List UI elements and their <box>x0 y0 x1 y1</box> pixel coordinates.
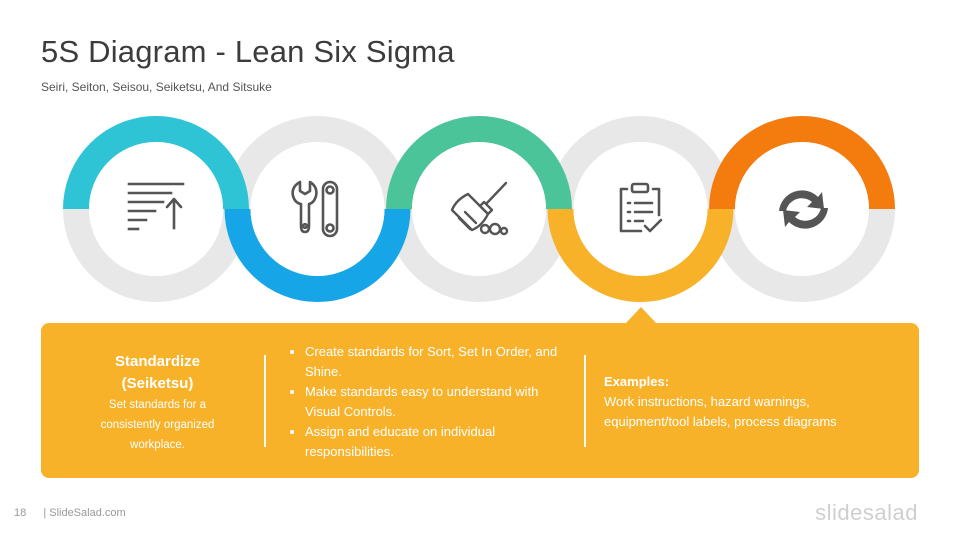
divider-right <box>584 355 586 447</box>
ring-center-4 <box>573 142 708 276</box>
sort-descending-icon <box>127 182 185 231</box>
ring-center-3 <box>412 142 546 276</box>
panel-pointer <box>625 307 657 324</box>
action-item: Make standards easy to understand with V… <box>305 382 575 422</box>
footer-site: | SlideSalad.com <box>43 507 126 519</box>
page-number: 18 <box>14 507 27 519</box>
ring-arc-5 <box>709 116 895 210</box>
ring-center-5 <box>735 142 869 276</box>
ring-arc-2 <box>224 208 411 302</box>
step-heading: Standardize <box>114 353 201 370</box>
clipboard-checklist-icon <box>619 182 663 233</box>
detail-panel <box>41 323 919 478</box>
action-list: Create standards for Sort, Set In Order,… <box>285 342 575 462</box>
action-item: Create standards for Sort, Set In Order,… <box>305 342 575 382</box>
ring-arc-3 <box>386 116 572 210</box>
slide-title: 5S Diagram - Lean Six Sigma <box>41 34 455 69</box>
ring-center-2 <box>250 142 385 276</box>
ring-arc-1 <box>63 116 249 210</box>
ring-arc-4 <box>547 208 734 302</box>
step-summary: Standardize (Seiketsu) Set standards for… <box>80 351 235 455</box>
refresh-cycle-icon <box>779 190 828 229</box>
step-heading-japanese: (Seiketsu) <box>121 375 194 392</box>
wrench-tools-icon <box>291 180 339 238</box>
brand-logo: slidesalad <box>815 500 918 525</box>
slide-subtitle: Seiri, Seiton, Seisou, Seiketsu, And Sit… <box>41 80 272 94</box>
ring-center-1 <box>89 142 223 276</box>
step-actions: Create standards for Sort, Set In Order,… <box>285 342 575 462</box>
divider-left <box>264 355 266 447</box>
five-s-ring-diagram <box>63 116 895 302</box>
examples-label: Examples: <box>604 374 670 389</box>
slide-footer: 18 | SlideSalad.com <box>14 507 126 519</box>
action-item: Assign and educate on individual respons… <box>305 422 575 462</box>
ring-inner-circles <box>89 142 869 276</box>
ring-arcs <box>63 116 895 302</box>
step-examples: Examples: Work instructions, hazard warn… <box>604 372 884 432</box>
step-description: Set standards for a consistently organiz… <box>100 399 215 451</box>
broom-shine-icon <box>450 181 509 236</box>
examples-text: Work instructions, hazard warnings, equi… <box>604 394 837 429</box>
